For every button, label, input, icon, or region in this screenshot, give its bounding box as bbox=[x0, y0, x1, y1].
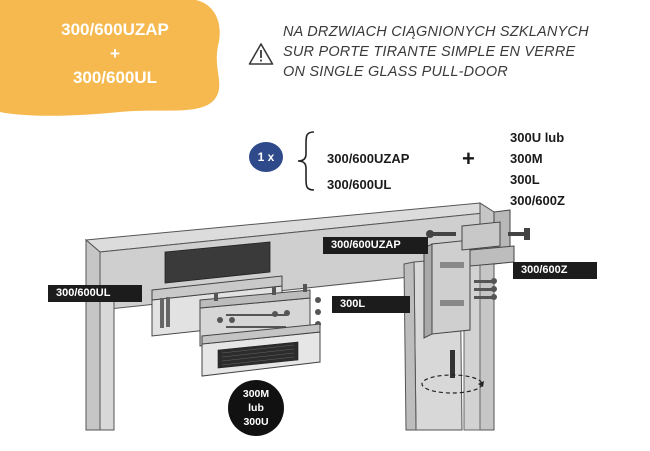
kit-option-3: 300L bbox=[510, 172, 540, 187]
warning-line-fr: SUR PORTE TIRANTE SIMPLE EN VERRE bbox=[283, 44, 576, 60]
badge-text: 300/600UZAP + 300/600UL bbox=[20, 18, 210, 90]
quantity-badge: 1 x bbox=[249, 142, 283, 172]
kit-options: 300U lub 300M 300L 300/600Z bbox=[510, 127, 565, 211]
badge-line-1: 300/600UZAP bbox=[61, 20, 169, 39]
warning-text: NA DRZWIACH CIĄGNIONYCH SZKLANYCH SUR PO… bbox=[283, 22, 589, 82]
kit-group: 300/600UZAP 300/600UL bbox=[327, 146, 409, 198]
warning-line-en: ON SINGLE GLASS PULL-DOOR bbox=[283, 64, 508, 80]
label-300l: 300L bbox=[332, 296, 410, 313]
badge-line-2: 300/600UL bbox=[72, 68, 158, 87]
magnet-model-or: lub bbox=[248, 402, 264, 414]
kit-option-1: 300U lub bbox=[510, 130, 565, 145]
magnet-model-2: 300U bbox=[243, 416, 269, 428]
plus-sign: + bbox=[462, 146, 475, 171]
warning-line-pl: NA DRZWIACH CIĄGNIONYCH SZKLANYCH bbox=[283, 24, 589, 40]
kit-option-2: 300M bbox=[510, 151, 543, 166]
badge-blob bbox=[0, 0, 220, 116]
kit-group-item-1: 300/600UZAP bbox=[327, 151, 410, 166]
label-uzap: 300/600UZAP bbox=[323, 237, 428, 254]
badge-line-plus: + bbox=[110, 44, 120, 63]
label-600ul: 300/600UL bbox=[48, 285, 142, 302]
kit-option-4: 300/600Z bbox=[510, 193, 565, 208]
magnet-model-1: 300M bbox=[242, 388, 270, 400]
warning-triangle-icon bbox=[248, 43, 274, 65]
kit-group-item-2: 300/600UL bbox=[327, 177, 392, 192]
left-brace-icon bbox=[297, 131, 315, 191]
label-600z: 300/600Z bbox=[513, 262, 597, 279]
magnet-model-badge: 300M lub 300U bbox=[228, 380, 284, 436]
